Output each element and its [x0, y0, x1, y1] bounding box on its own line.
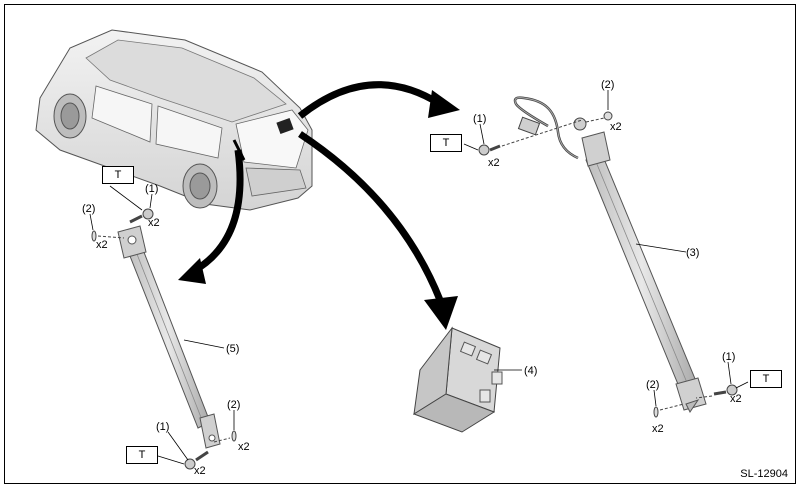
- qty-lower-right-washer: x2: [652, 423, 664, 435]
- washer-upper-left: [91, 230, 125, 242]
- callout-2-upper-right: (2): [601, 79, 614, 91]
- torque-box-lower-right: T: [750, 370, 782, 388]
- washer-lower-left: [213, 430, 237, 443]
- bolt-upper-left: [129, 208, 154, 224]
- arrow-to-strut-left: [178, 149, 244, 284]
- figure-code: SL-12904: [740, 468, 788, 480]
- control-unit: [412, 326, 503, 433]
- callout-1-lower-right: (1): [722, 351, 735, 363]
- callout-1-lower-left: (1): [156, 421, 169, 433]
- leader-lines: [89, 90, 749, 465]
- strut-wire-harness: [513, 96, 587, 160]
- vehicle-illustration: [35, 29, 313, 211]
- right-power-strut: [581, 131, 707, 413]
- callout-2-upper-left: (2): [82, 203, 95, 215]
- bolt-lower-left: [184, 450, 209, 470]
- callout-3: (3): [686, 247, 699, 259]
- left-gas-strut: [117, 225, 221, 449]
- washer-upper-right: [585, 111, 613, 123]
- callout-5: (5): [226, 343, 239, 355]
- qty-upper-left-bolt: x2: [148, 217, 160, 229]
- callout-1-upper-left: (1): [145, 183, 158, 195]
- torque-box-upper-right: T: [430, 134, 462, 152]
- qty-upper-left-washer: x2: [96, 239, 108, 251]
- arrow-to-strut-right: [297, 81, 460, 119]
- callout-1-upper-right: (1): [473, 113, 486, 125]
- torque-box-lower-left: T: [126, 446, 158, 464]
- arrow-to-control-unit: [298, 131, 458, 330]
- callout-2-lower-left: (2): [227, 399, 240, 411]
- bolt-upper-right: [478, 119, 583, 156]
- qty-upper-right-bolt: x2: [488, 157, 500, 169]
- callout-2-lower-right: (2): [646, 379, 659, 391]
- qty-lower-left-washer: x2: [238, 441, 250, 453]
- qty-lower-left-bolt: x2: [194, 465, 206, 477]
- callout-4: (4): [524, 365, 537, 377]
- qty-lower-right-bolt: x2: [730, 393, 742, 405]
- washer-lower-right: [653, 403, 685, 418]
- bolt-lower-right: [695, 384, 738, 399]
- qty-upper-right-washer: x2: [610, 121, 622, 133]
- torque-box-upper-left: T: [102, 166, 134, 184]
